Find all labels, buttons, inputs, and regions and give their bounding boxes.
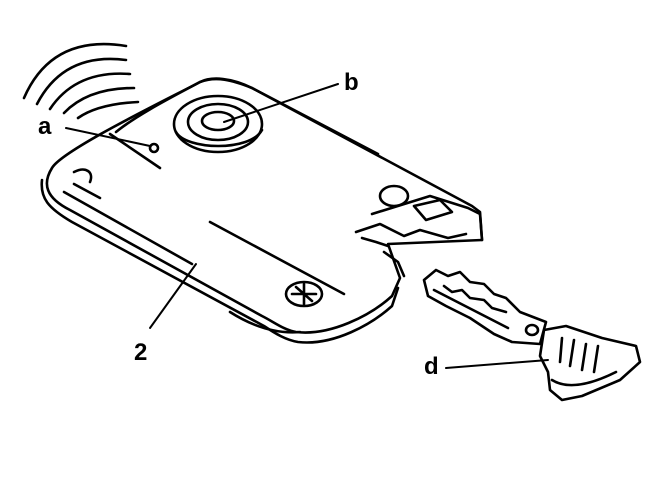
label-b: b — [344, 69, 359, 96]
slot-inner-wall — [354, 222, 468, 240]
key-hole — [524, 323, 540, 337]
leader-2 — [149, 263, 197, 329]
key-blade — [422, 268, 548, 346]
card-end-detail — [72, 168, 93, 184]
signal-wave-2 — [35, 57, 128, 106]
key-blade-groove — [432, 288, 510, 330]
leader-a — [65, 127, 151, 147]
card-lower-lip — [228, 310, 302, 334]
label-d: d — [424, 353, 439, 380]
emblem-ring — [284, 280, 324, 308]
key-blade-cuts — [442, 284, 508, 314]
card-upper-panel — [114, 77, 380, 156]
card-body — [40, 77, 484, 344]
key-head-ridges — [558, 336, 600, 374]
leader-b — [223, 83, 339, 123]
signal-waves — [22, 42, 140, 120]
card-groove-side — [208, 220, 346, 296]
emblem-star — [290, 282, 318, 306]
key-head — [538, 324, 642, 402]
card-key-slot — [354, 184, 484, 278]
button-ring-middle — [186, 102, 250, 142]
key-head-bottom — [550, 370, 618, 387]
card-emblem — [284, 280, 324, 308]
callout-leaders — [65, 83, 549, 369]
signal-wave-5 — [76, 100, 140, 120]
signal-wave-1 — [22, 42, 128, 100]
mechanical-key — [422, 268, 642, 402]
card-side-edge — [40, 178, 400, 344]
slot-clip — [412, 198, 454, 222]
signal-wave-4 — [62, 86, 136, 115]
signal-wave-3 — [48, 72, 132, 111]
indicator-dot-a — [148, 142, 160, 154]
button-base-shadow — [174, 128, 264, 148]
label-a: a — [38, 113, 52, 140]
card-button-b — [172, 94, 264, 154]
slot-guide — [382, 250, 406, 278]
slot-housing — [370, 194, 484, 242]
card-groove-front — [62, 190, 194, 266]
label-2: 2 — [134, 339, 147, 366]
card-groove-front-2 — [72, 182, 102, 200]
button-ring-inner — [200, 110, 236, 132]
leader-d — [445, 359, 549, 369]
button-ring-outer — [172, 94, 264, 154]
slot-lip — [360, 236, 390, 248]
